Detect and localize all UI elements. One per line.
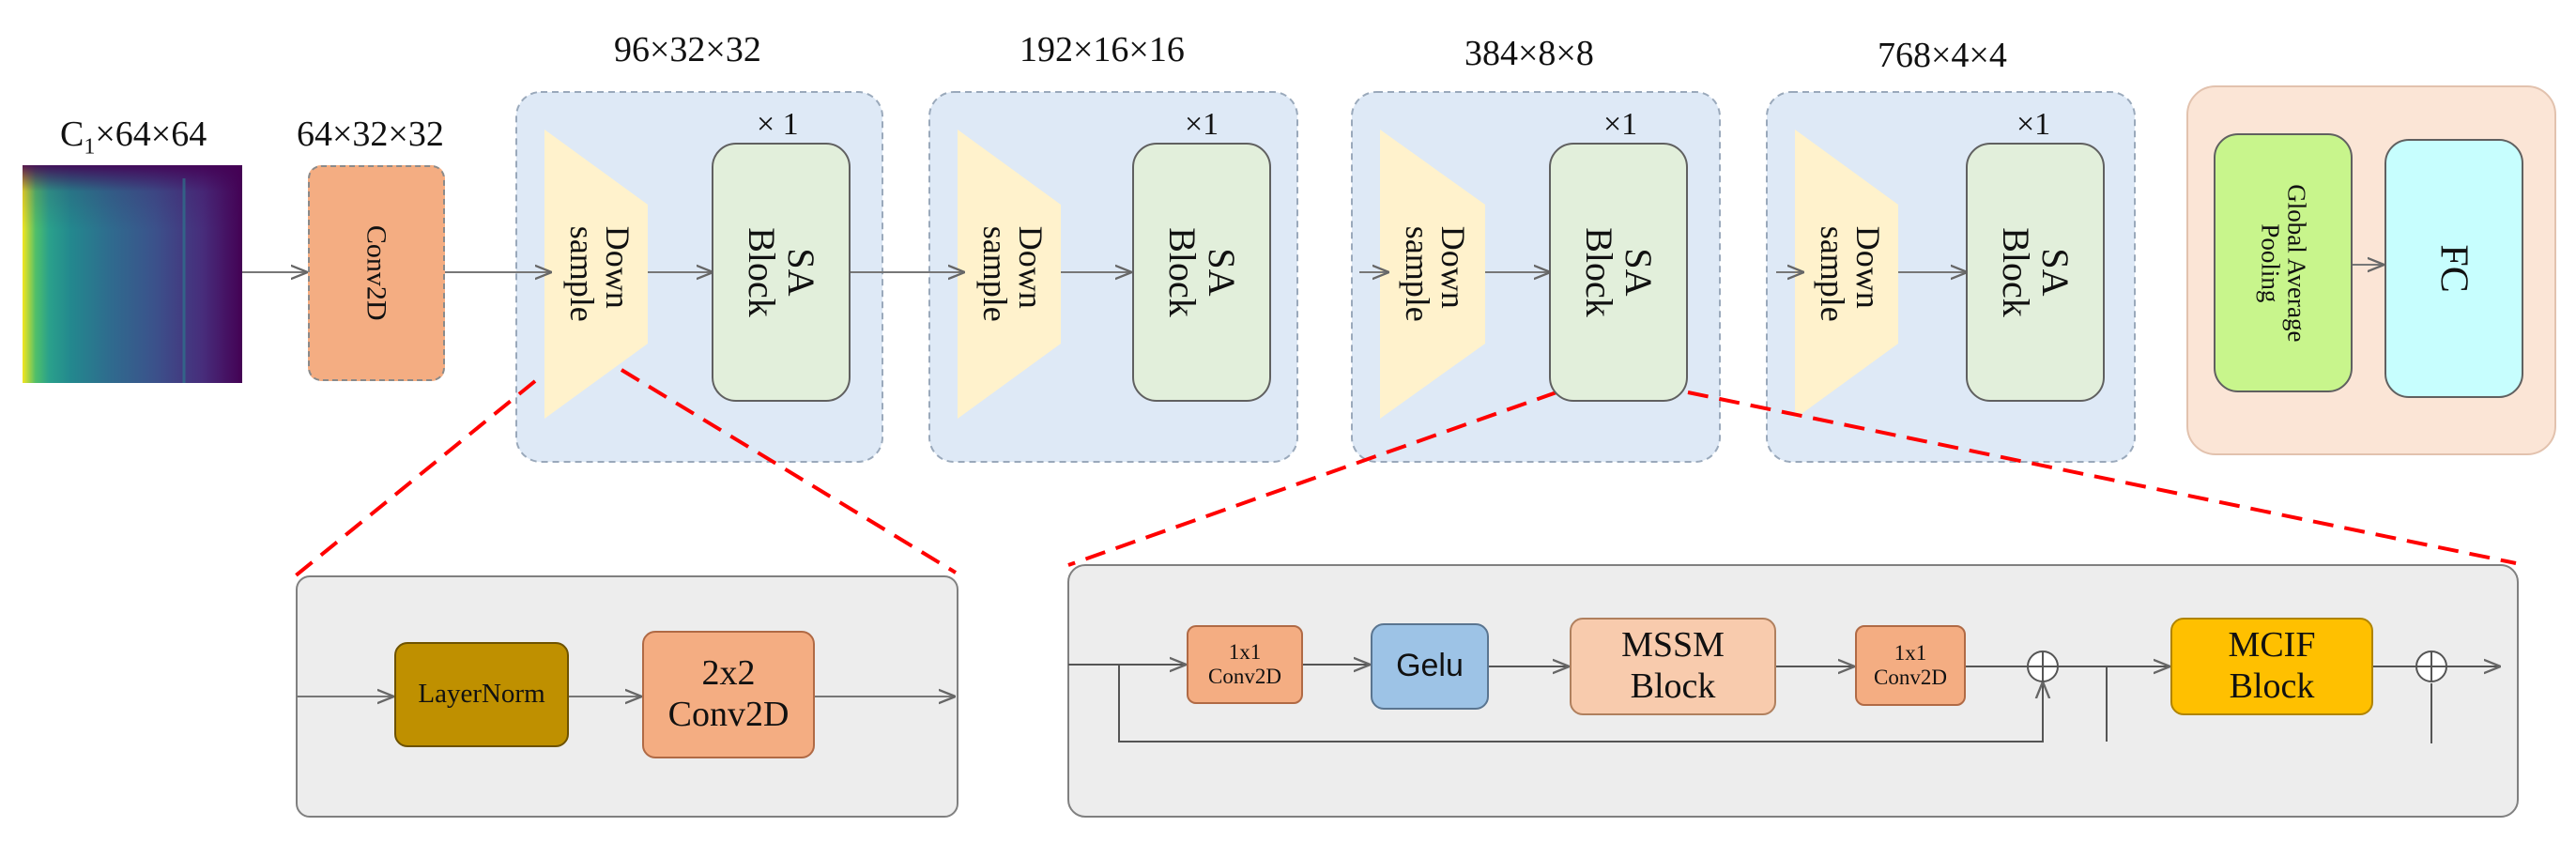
stage-3-repeat-label: ×1 <box>1603 107 1638 142</box>
mcif-block-node: MCIF Block <box>2170 618 2373 715</box>
residual-add-2 <box>2415 651 2447 682</box>
input-dims-label: C1×64×64 <box>60 115 207 160</box>
stage-1-sa-block: SA Block <box>712 143 851 402</box>
mssm-block-node: MSSM Block <box>1570 618 1776 715</box>
stage-4-downsample-node: Down sample <box>1813 226 1887 322</box>
fc-node: FC <box>2384 139 2523 398</box>
stage-3-dims-label: 384×8×8 <box>1464 34 1594 73</box>
stage-1-repeat-label: × 1 <box>757 107 799 142</box>
stage-1-downsample-node: Down sample <box>562 226 636 322</box>
zoom-line-downsample-left <box>293 379 537 578</box>
stage-1-downsample-shape <box>544 130 648 419</box>
stage-2-downsample-shape <box>958 130 1061 419</box>
residual-add-1 <box>2027 651 2059 682</box>
stage-4-downsample-shape <box>1795 130 1898 419</box>
stage-3-downsample-node: Down sample <box>1398 226 1472 322</box>
stage-4-dims-label: 768×4×4 <box>1878 36 2007 75</box>
stage-3-downsample-shape <box>1380 130 1485 419</box>
zoom-line-sa-left <box>1067 390 1557 567</box>
stage-4-repeat-label: ×1 <box>2016 107 2051 142</box>
stage-2-repeat-label: ×1 <box>1185 107 1219 142</box>
stage-4-sa-block: SA Block <box>1966 143 2105 402</box>
stage-2-downsample-node: Down sample <box>975 226 1050 322</box>
zoom-line-downsample-right <box>620 368 958 574</box>
stage-3-sa-block: SA Block <box>1549 143 1688 402</box>
stage-2-sa-block: SA Block <box>1132 143 1271 402</box>
conv1x1-first-node: 1x1 Conv2D <box>1187 625 1303 704</box>
input-heatmap-shade <box>23 165 242 383</box>
stage-1-dims-label: 96×32×32 <box>614 30 761 69</box>
stem-dims-label: 64×32×32 <box>297 115 444 154</box>
conv1x1-second-node: 1x1 Conv2D <box>1855 625 1966 706</box>
stem-conv2d-node: Conv2D <box>308 165 445 381</box>
layernorm-node: LayerNorm <box>394 642 569 747</box>
global-average-pooling-node: Global Average Pooling <box>2214 133 2353 392</box>
conv2x2-node: 2x2 Conv2D <box>642 631 815 758</box>
zoom-line-sa-right <box>1687 390 2517 565</box>
stage-2-dims-label: 192×16×16 <box>1020 30 1185 69</box>
gelu-node: Gelu <box>1371 623 1489 710</box>
